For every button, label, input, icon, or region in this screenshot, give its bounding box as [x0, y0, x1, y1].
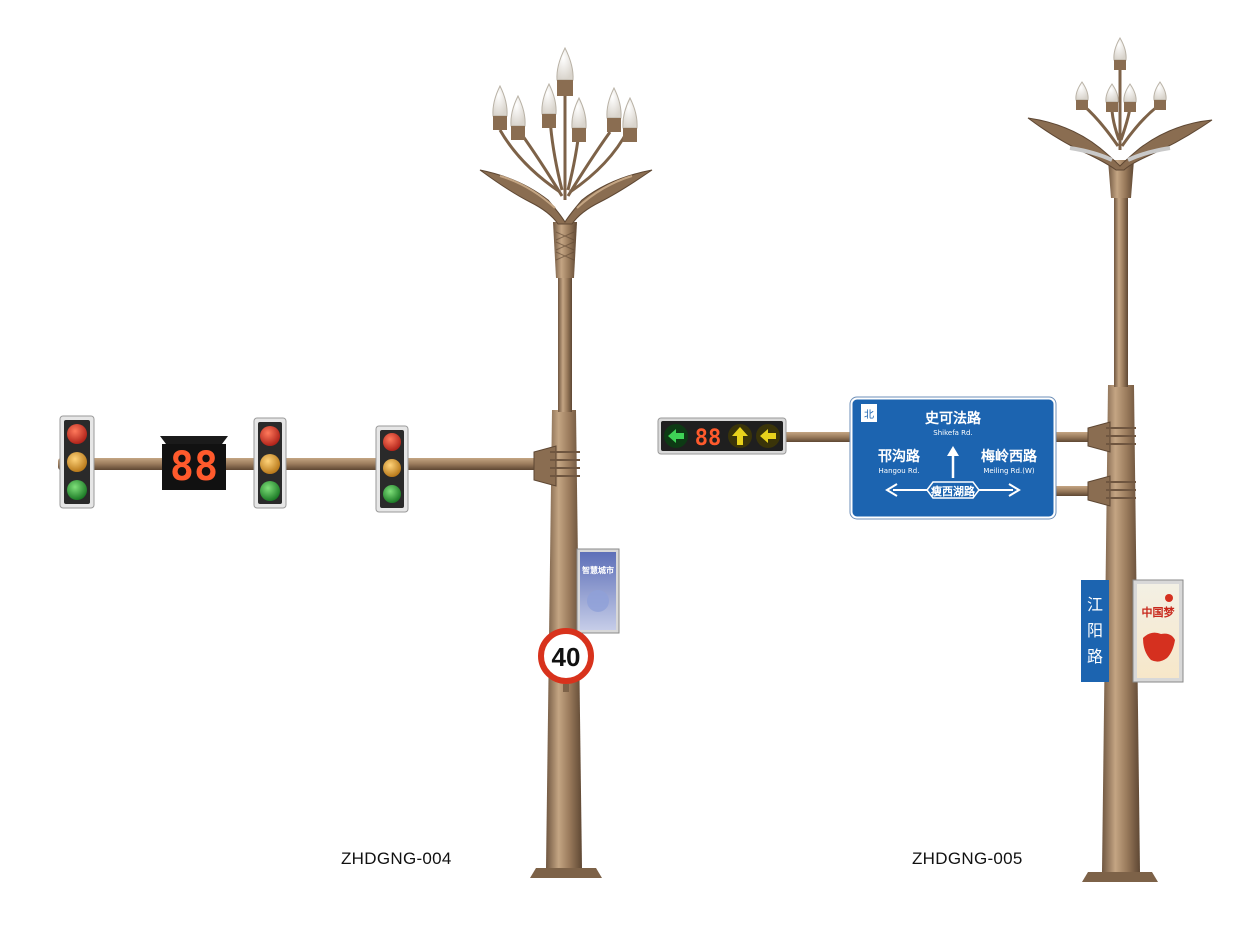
poster-banner-text: 中国梦 — [1142, 605, 1176, 619]
countdown-digits: 88 — [170, 444, 218, 490]
right-road-cn: 梅岭西路 — [981, 448, 1038, 465]
poster-lightbox-005: 中国梦 — [1132, 579, 1184, 683]
street-name-char-3: 路 — [1087, 647, 1103, 666]
model-label-005: ZHDGNG-005 — [912, 849, 1023, 868]
cross-road-cn: 瘦西湖路 — [931, 484, 976, 498]
main-pole-upper — [1114, 195, 1128, 387]
amber-lamp — [383, 459, 401, 477]
traffic-light-left — [59, 415, 95, 509]
red-lamp — [383, 433, 401, 451]
model-label-004: ZHDGNG-004 — [341, 849, 452, 868]
base-plate — [530, 868, 602, 878]
poster-banner-text: 智慧城市 — [582, 565, 614, 575]
left-road-en: Hangou Rd. — [879, 467, 920, 475]
speed-limit-value: 40 — [552, 642, 581, 672]
traffic-light-middle — [253, 417, 287, 509]
bracket-rings — [1106, 427, 1136, 499]
green-lamp — [67, 480, 87, 500]
up-arrow-yellow-icon — [728, 424, 752, 448]
ahead-road-en: Shikefa Rd. — [933, 429, 972, 437]
right-road-en: Meiling Rd.(W) — [983, 467, 1034, 475]
lamp-bulbs — [492, 46, 638, 142]
left-right-arrow-icon — [885, 481, 1021, 499]
amber-lamp — [260, 454, 280, 474]
lamp-crown — [479, 46, 653, 225]
ahead-road-cn: 史可法路 — [925, 410, 982, 427]
road-guide-sign: 北 史可法路 Shikefa Rd. 邗沟路 Hangou Rd. 梅岭西路 M… — [849, 396, 1057, 520]
amber-lamp — [67, 452, 87, 472]
signal-arm — [58, 458, 552, 470]
up-arrow-icon — [947, 446, 959, 478]
pole-assembly-005: 88 北 史可法路 Shikefa Rd. — [657, 37, 1213, 882]
left-road-cn: 邗沟路 — [878, 448, 921, 465]
street-name-char-1: 江 — [1087, 595, 1103, 614]
speed-limit-sign: 40 — [538, 628, 594, 692]
street-name-sign: 江 阳 路 — [1081, 580, 1109, 682]
main-pole-upper — [558, 270, 572, 412]
left-arrow-green-icon — [664, 424, 688, 448]
traffic-light-right — [375, 425, 409, 513]
sign-arm-upper — [1054, 432, 1110, 442]
street-name-char-2: 阳 — [1087, 621, 1103, 640]
base-plate — [1082, 872, 1158, 882]
lamp-crown — [1027, 37, 1213, 171]
pole-collar — [553, 222, 577, 278]
signal-arm — [784, 432, 856, 442]
pole-assembly-004: 88 智慧城市 40 — [58, 46, 653, 878]
green-lamp — [383, 485, 401, 503]
north-marker: 北 — [861, 404, 877, 422]
north-marker-text: 北 — [864, 409, 874, 421]
poster-graphic — [1165, 594, 1173, 602]
left-arrow-yellow-icon — [756, 424, 780, 448]
countdown-digits: 88 — [695, 426, 722, 451]
countdown-display-004: 88 — [160, 436, 228, 490]
arm-bracket-lower — [1087, 475, 1111, 507]
collar-pattern — [555, 231, 575, 261]
bracket-rings — [550, 451, 580, 477]
arm-bracket-upper — [1087, 421, 1111, 453]
arrow-signal-bar: 88 — [657, 417, 787, 455]
lamp-bulbs — [1075, 37, 1167, 112]
green-lamp — [260, 481, 280, 501]
main-pole-lower — [1102, 385, 1140, 872]
poster-lightbox-004: 智慧城市 — [576, 548, 620, 634]
poster-graphic — [587, 590, 609, 612]
red-lamp — [67, 424, 87, 444]
sign-arm-lower — [1054, 486, 1110, 496]
china-map-graphic — [1143, 632, 1175, 662]
red-lamp — [260, 426, 280, 446]
